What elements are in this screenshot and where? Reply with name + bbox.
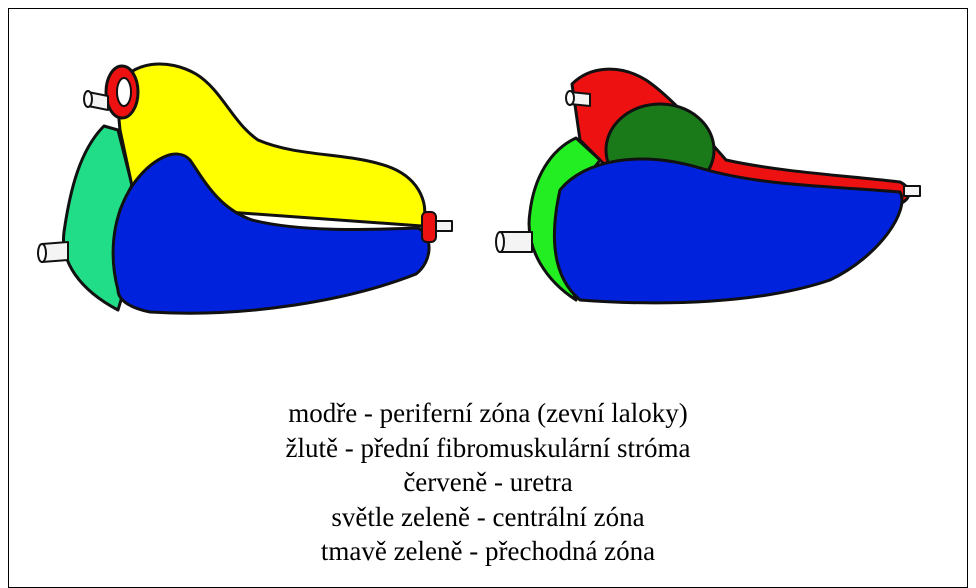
legend-line-central: světle zeleně - centrální zóna [0,500,976,535]
right-prostate-drawing [496,69,920,303]
right-tube-top-end [566,91,574,105]
left-prostate-drawing [38,64,452,313]
left-tube-bottom-end [38,244,46,262]
left-urethra-end [422,212,436,242]
prostate-illustrations [0,0,976,400]
left-tube-right [436,221,452,231]
legend-line-peripheral: modře - periferní zóna (zevní laloky) [0,396,976,431]
legend-line-transition: tmavě zeleně - přechodná zóna [0,534,976,569]
legend-line-urethra: červeně - uretra [0,465,976,500]
left-urethra-top-lumen [117,78,131,106]
right-tube-right [904,186,920,196]
left-tube-top-end [84,91,92,107]
legend-line-stroma: žlutě - přední fibromuskulární stróma [0,431,976,466]
right-tube-left-end [496,232,504,252]
color-legend: modře - periferní zóna (zevní laloky) žl… [0,396,976,569]
